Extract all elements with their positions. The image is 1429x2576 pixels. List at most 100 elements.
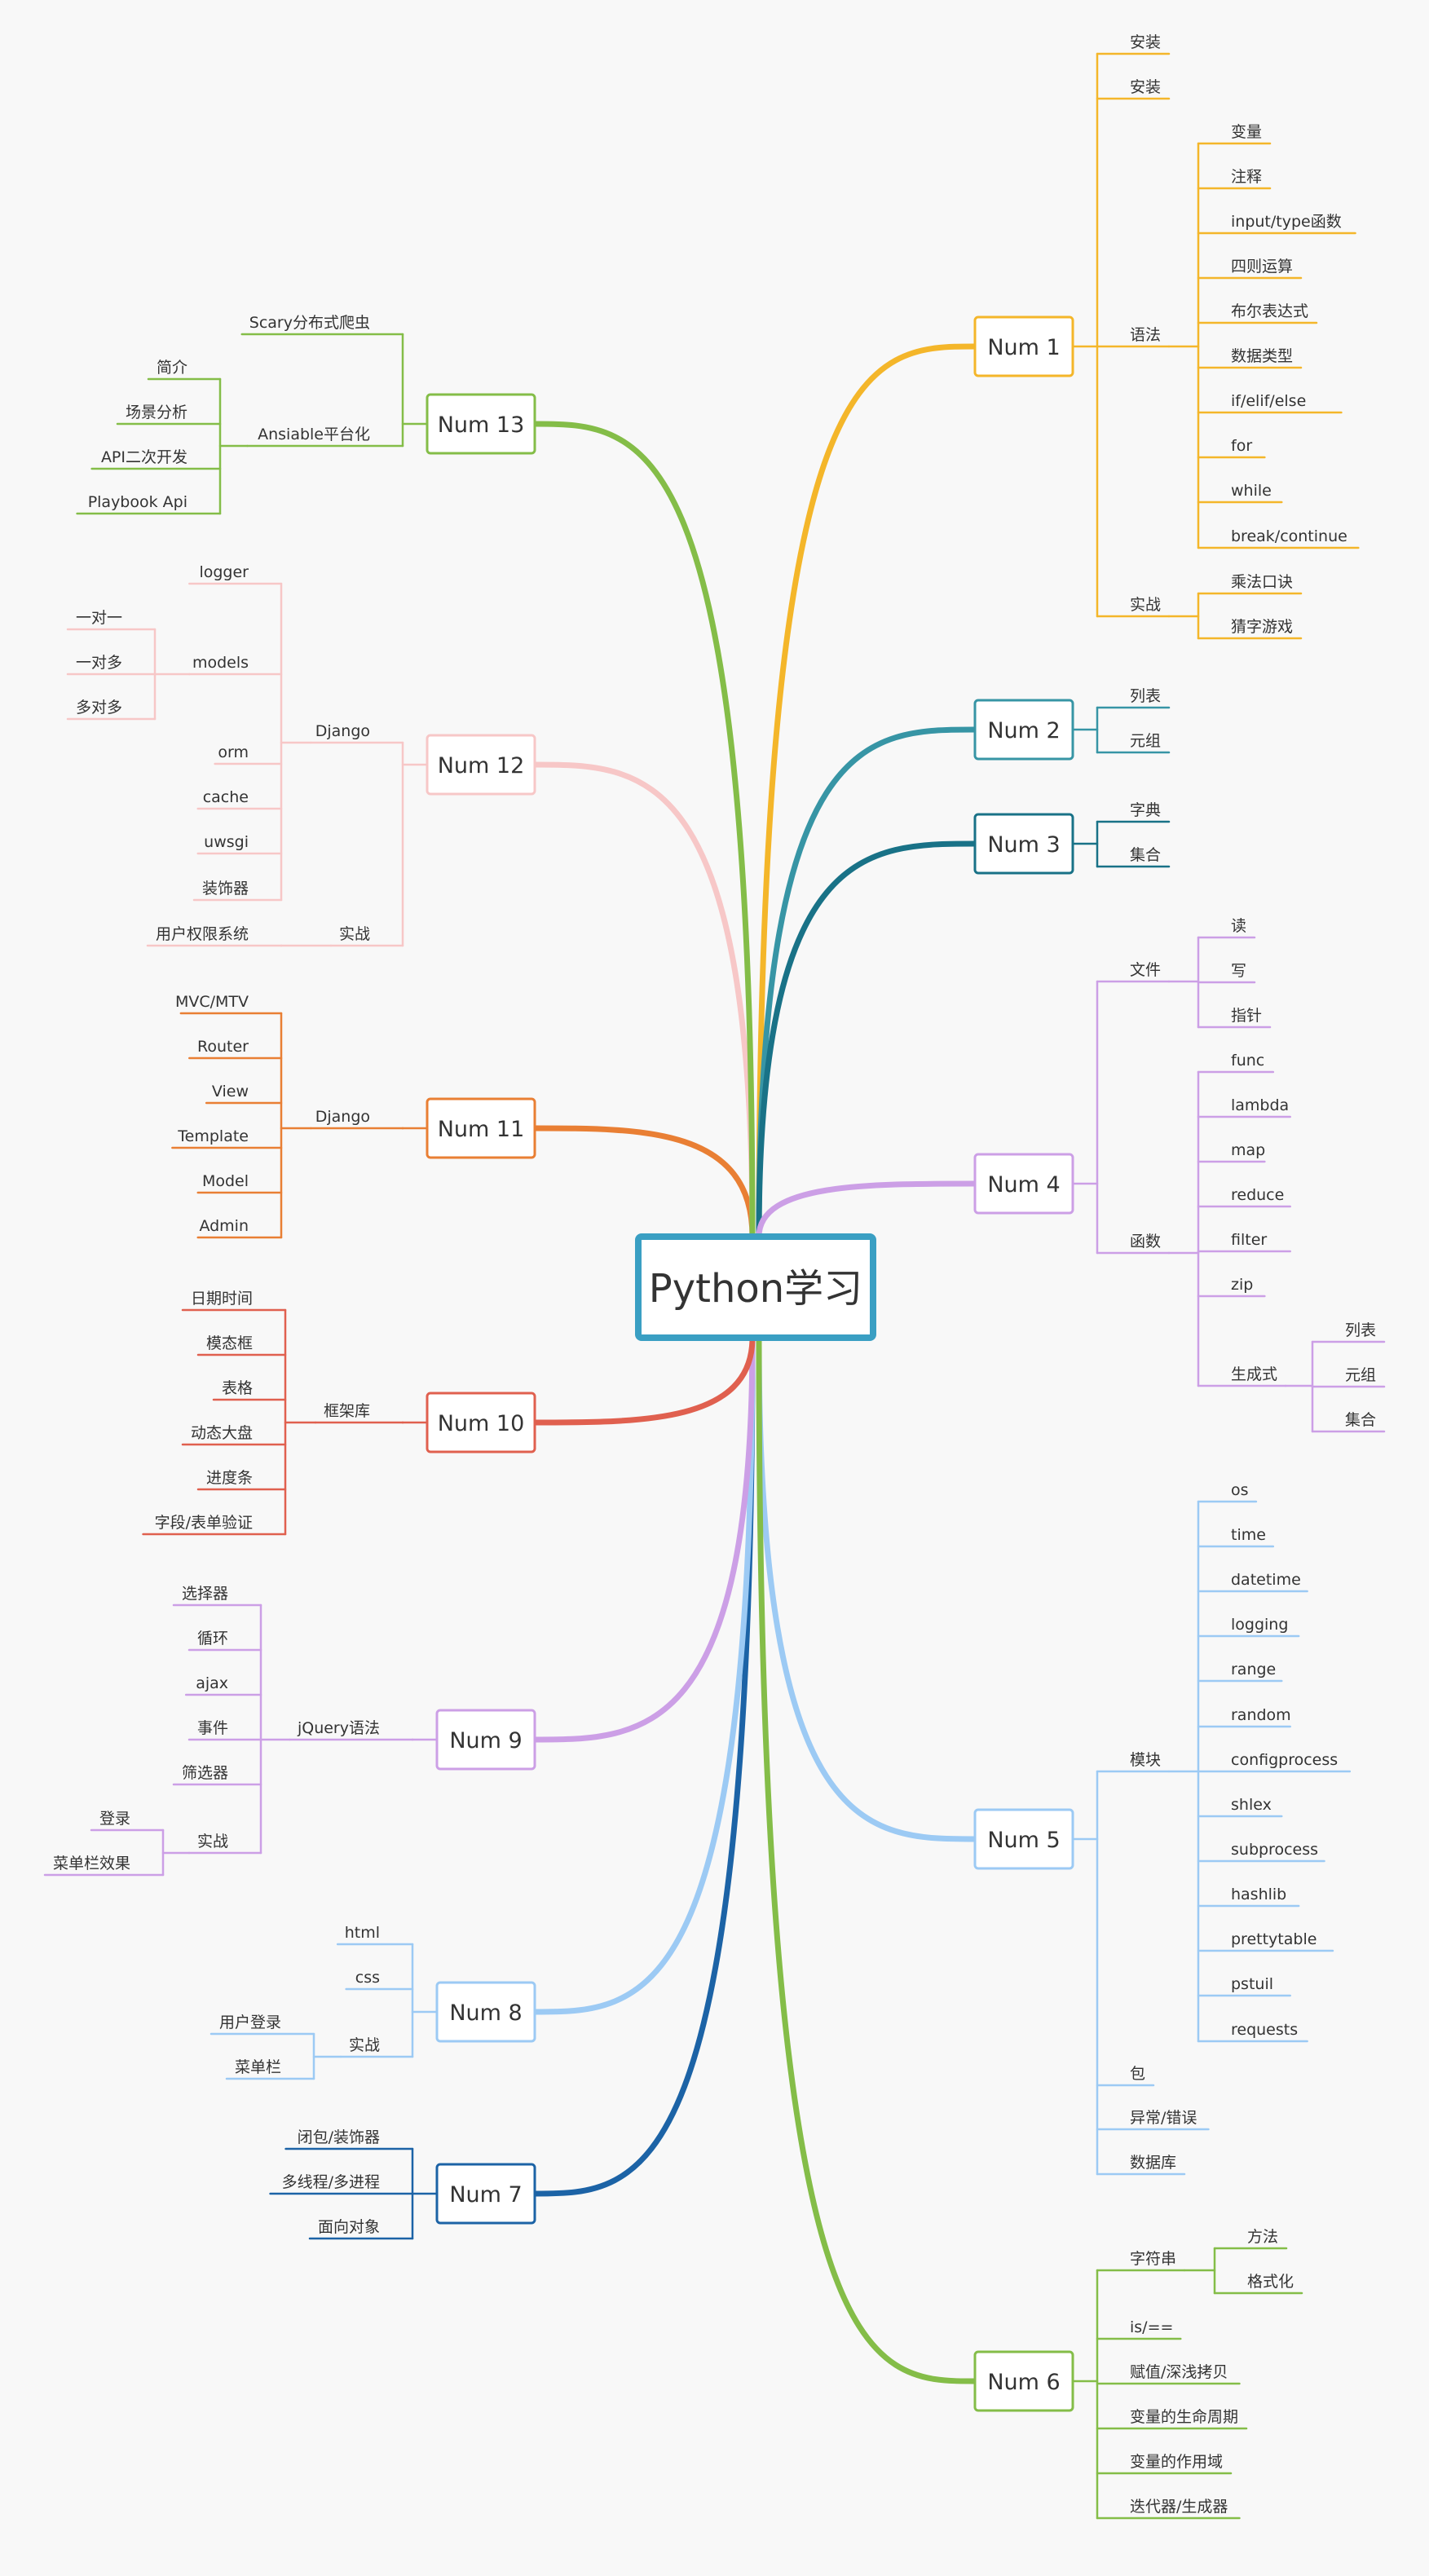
node-item[interactable]: 写 bbox=[1231, 962, 1246, 980]
node-item[interactable]: 循环 bbox=[197, 1630, 228, 1647]
node-item[interactable]: 表格 bbox=[222, 1379, 253, 1397]
topic-box[interactable] bbox=[973, 1153, 1074, 1215]
node-item[interactable]: 一对一 bbox=[76, 609, 122, 627]
node-item[interactable]: func bbox=[1231, 1052, 1264, 1070]
topic-num4[interactable]: Num 4文件读写指针函数funclambdamapreducefilterzi… bbox=[973, 917, 1376, 1429]
node-item[interactable]: 安装 bbox=[1130, 78, 1161, 96]
topic-box[interactable] bbox=[973, 699, 1074, 761]
topic-num13[interactable]: Num 13Scary分布式爬虫Ansiable平台化简介场景分析API二次开发… bbox=[88, 314, 536, 511]
node-item[interactable]: 变量的作用域 bbox=[1130, 2453, 1223, 2471]
node-item[interactable]: html bbox=[345, 1924, 380, 1942]
node-item[interactable]: 方法 bbox=[1247, 2228, 1278, 2246]
topic-box[interactable] bbox=[435, 1981, 536, 2043]
node-item[interactable]: API二次开发 bbox=[101, 448, 187, 466]
node-item[interactable]: 语法变量注释input/type函数四则运算布尔表达式数据类型if/elif/e… bbox=[1130, 123, 1347, 545]
node-item[interactable]: ajax bbox=[196, 1674, 228, 1692]
topic-box[interactable] bbox=[426, 1097, 536, 1159]
node-item[interactable]: Admin bbox=[199, 1217, 249, 1235]
node-item[interactable]: if/elif/else bbox=[1231, 392, 1306, 410]
node-item[interactable]: random bbox=[1231, 1706, 1291, 1724]
node-item[interactable]: 菜单栏效果 bbox=[53, 1855, 130, 1872]
node-item[interactable]: configprocess bbox=[1231, 1751, 1338, 1769]
node-item[interactable]: 多线程/多进程 bbox=[282, 2173, 380, 2191]
node-item[interactable]: 元组 bbox=[1345, 1366, 1376, 1384]
node-item[interactable]: 选择器 bbox=[182, 1585, 228, 1603]
node-item[interactable]: input/type函数 bbox=[1231, 213, 1342, 231]
node-item[interactable]: 包 bbox=[1130, 2065, 1145, 2083]
node-item[interactable]: while bbox=[1231, 482, 1272, 500]
topic-num6[interactable]: Num 6字符串方法格式化is/==赋值/深浅拷贝变量的生命周期变量的作用域迭代… bbox=[973, 2228, 1294, 2516]
node-item[interactable]: 模块ostimedatetimeloggingrangerandomconfig… bbox=[1130, 1481, 1338, 2039]
node-item[interactable]: requests bbox=[1231, 2021, 1298, 2039]
node-item[interactable]: 面向对象 bbox=[318, 2218, 380, 2236]
node-item[interactable]: 筛选器 bbox=[182, 1764, 228, 1782]
node-item[interactable]: 进度条 bbox=[206, 1469, 253, 1487]
node-item[interactable]: MVC/MTV bbox=[175, 993, 249, 1011]
node-item[interactable]: 猜字游戏 bbox=[1231, 618, 1293, 636]
node-item[interactable]: range bbox=[1231, 1661, 1276, 1678]
node-item[interactable]: 集合 bbox=[1130, 846, 1161, 864]
node-item[interactable]: Scary分布式爬虫 bbox=[249, 314, 370, 332]
node-item[interactable]: 场景分析 bbox=[126, 404, 187, 421]
node-item[interactable]: 迭代器/生成器 bbox=[1130, 2498, 1228, 2516]
node-item[interactable]: 用户权限系统 bbox=[156, 925, 249, 943]
node-item[interactable]: 数据类型 bbox=[1231, 347, 1293, 365]
node-item[interactable]: 字段/表单验证 bbox=[155, 1514, 253, 1532]
topic-box[interactable] bbox=[973, 813, 1074, 875]
topic-num1[interactable]: Num 1安装安装语法变量注释input/type函数四则运算布尔表达式数据类型… bbox=[973, 33, 1347, 636]
node-item[interactable]: DjangoMVC/MTVRouterViewTemplateModelAdmi… bbox=[175, 993, 370, 1235]
node-item[interactable]: uwsgi bbox=[204, 833, 249, 851]
node-item[interactable]: Djangologgermodels一对一一对多多对多ormcacheuwsgi… bbox=[76, 563, 370, 898]
node-item[interactable]: 安装 bbox=[1130, 33, 1161, 51]
node-item[interactable]: subprocess bbox=[1231, 1841, 1318, 1859]
node-item[interactable]: orm bbox=[218, 743, 249, 761]
node-item[interactable]: 一对多 bbox=[76, 654, 122, 672]
node-item[interactable]: lambda bbox=[1231, 1096, 1289, 1114]
topic-num12[interactable]: Num 12Djangologgermodels一对一一对多多对多ormcach… bbox=[76, 563, 536, 943]
node-item[interactable]: Template bbox=[177, 1127, 249, 1145]
node-item[interactable]: 集合 bbox=[1345, 1411, 1376, 1429]
node-item[interactable]: 日期时间 bbox=[191, 1290, 253, 1308]
node-item[interactable]: 变量的生命周期 bbox=[1130, 2408, 1238, 2426]
node-item[interactable]: Router bbox=[197, 1038, 249, 1056]
node-item[interactable]: View bbox=[212, 1083, 249, 1101]
node-item[interactable]: 模态框 bbox=[206, 1334, 253, 1352]
node-item[interactable]: 乘法口诀 bbox=[1231, 573, 1293, 591]
node-item[interactable]: 菜单栏 bbox=[235, 2058, 281, 2076]
node-item[interactable]: 用户登录 bbox=[219, 2014, 281, 2031]
node-item[interactable]: 指针 bbox=[1231, 1007, 1262, 1025]
node-item[interactable]: shlex bbox=[1231, 1796, 1272, 1814]
node-item[interactable]: filter bbox=[1231, 1231, 1267, 1249]
node-item[interactable]: 变量 bbox=[1231, 123, 1262, 141]
node-item[interactable]: hashlib bbox=[1231, 1886, 1286, 1903]
node-item[interactable]: reduce bbox=[1231, 1186, 1284, 1204]
node-item[interactable]: 事件 bbox=[197, 1719, 228, 1737]
node-item[interactable]: 赋值/深浅拷贝 bbox=[1130, 2363, 1228, 2381]
node-item[interactable]: Model bbox=[202, 1172, 249, 1190]
topic-box[interactable] bbox=[973, 1808, 1074, 1870]
node-item[interactable]: 列表 bbox=[1345, 1321, 1376, 1339]
node-item[interactable]: 列表 bbox=[1130, 687, 1161, 705]
node-item[interactable]: 元组 bbox=[1130, 732, 1161, 750]
topic-box[interactable] bbox=[435, 1709, 536, 1771]
root-node[interactable] bbox=[635, 1233, 876, 1341]
node-item[interactable]: 数据库 bbox=[1130, 2154, 1176, 2172]
node-item[interactable]: css bbox=[355, 1969, 380, 1987]
topic-box[interactable] bbox=[426, 734, 536, 796]
node-item[interactable]: break/continue bbox=[1231, 527, 1347, 545]
node-item[interactable]: 多对多 bbox=[76, 699, 122, 717]
